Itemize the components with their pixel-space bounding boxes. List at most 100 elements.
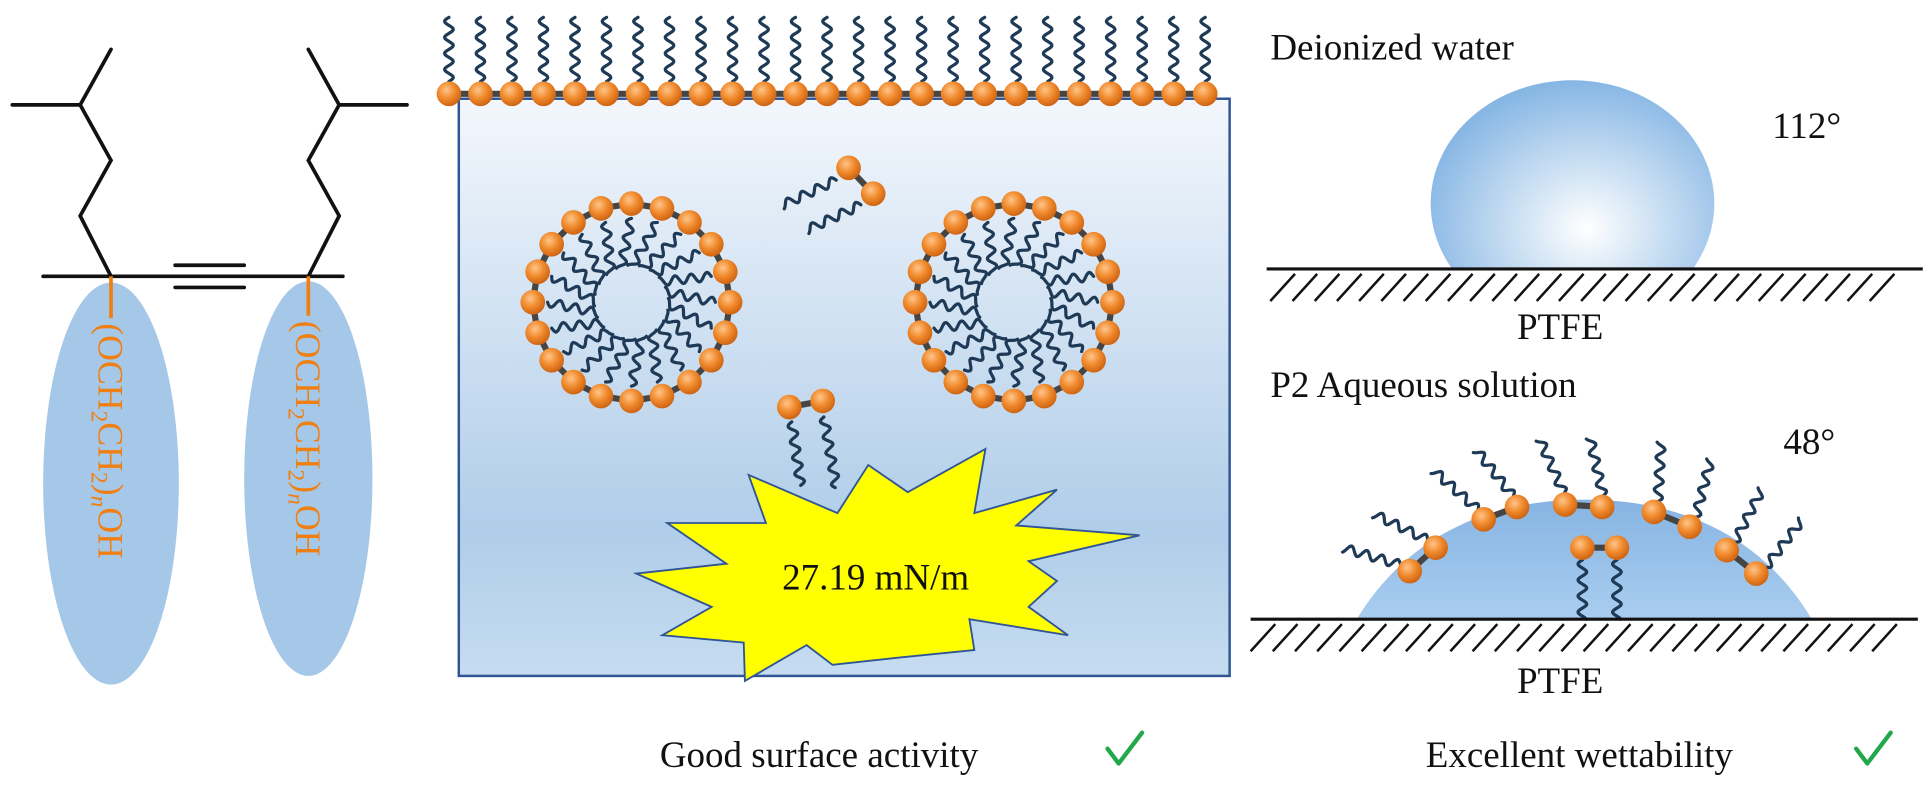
- hydrophilic-head: [907, 259, 933, 285]
- hatch-line: [1782, 623, 1809, 653]
- solution-contact-angle: 48°: [1783, 422, 1835, 463]
- hydrophobic-tail: [1010, 15, 1023, 84]
- hydrophilic-head: [902, 289, 928, 315]
- hydrophobic-tail: [1073, 15, 1086, 84]
- hydrophilic-head: [1066, 81, 1092, 107]
- hydrophobic-tail: [982, 220, 999, 277]
- hydrophilic-head: [717, 289, 743, 315]
- hydrophobic-tail: [580, 335, 626, 373]
- hydrophilic-head: [1743, 561, 1769, 586]
- hatch-line: [1671, 623, 1698, 653]
- hydrophilic-head: [836, 155, 861, 181]
- hatch-line: [1738, 623, 1765, 653]
- water-title: Deionized water: [1270, 27, 1513, 68]
- surface-tension-burst: [632, 447, 1140, 683]
- hydrophilic-head: [1001, 388, 1027, 414]
- hydrophilic-head: [909, 81, 934, 107]
- hydrophobic-tail: [807, 200, 863, 236]
- free-surfactant-molecules: [777, 155, 886, 490]
- hydrophilic-head: [625, 81, 651, 107]
- hatch-line: [1469, 273, 1496, 302]
- hatch-line: [1627, 623, 1654, 653]
- hydrophobic-tail: [1584, 437, 1609, 498]
- hydrophobic-tail: [1199, 15, 1212, 84]
- hydrophilic-head: [1604, 535, 1630, 560]
- hydrophilic-head: [1031, 383, 1057, 409]
- wettability-caption: Excellent wettability: [1426, 735, 1734, 776]
- hydrophilic-head: [877, 81, 903, 107]
- hydrophobic-tail: [1576, 558, 1589, 621]
- hydrophobic-tail: [932, 274, 979, 308]
- hatch-line: [1316, 623, 1343, 653]
- hydrophobic-tail: [545, 299, 600, 319]
- hatch-line: [1802, 273, 1829, 302]
- hatch-line: [1735, 273, 1763, 302]
- hydrophobic-tail: [663, 285, 717, 306]
- hydrophilic-head: [436, 81, 462, 107]
- micelle: [902, 191, 1125, 414]
- hydrophobic-tail: [562, 327, 615, 356]
- hydrophobic-tail: [505, 15, 518, 84]
- hydrophobic-tail: [631, 15, 645, 84]
- hydrophilic-head: [499, 81, 525, 107]
- hydrophilic-head: [1100, 289, 1125, 315]
- hatch-line: [1471, 623, 1499, 653]
- hydrophilic-head: [810, 388, 835, 414]
- hydrophilic-head: [468, 81, 493, 107]
- hydrophilic-head: [1641, 499, 1667, 525]
- hydrophilic-head: [1059, 369, 1085, 395]
- hydrophobic-tail: [818, 415, 841, 490]
- hatch-line: [1449, 623, 1476, 653]
- hatch-line: [1338, 623, 1365, 653]
- hatch-line: [1424, 273, 1452, 302]
- ptfe-label-top: PTFE: [1517, 307, 1603, 348]
- ptfe-hatching-top: [1269, 273, 1896, 302]
- hydrophobic-tail: [1029, 328, 1046, 384]
- hydrophobic-tail: [637, 231, 683, 270]
- hydrophilic-head: [1098, 81, 1124, 107]
- hydrophobic-tail: [550, 317, 606, 334]
- hydrophobic-tail: [1610, 558, 1623, 621]
- hydrophobic-tail: [599, 220, 617, 277]
- hydrophilic-head: [688, 81, 714, 107]
- water-droplet: [1430, 80, 1715, 269]
- hydrophilic-head: [1129, 81, 1155, 107]
- hydrophilic-head: [814, 81, 840, 107]
- hydrophilic-head: [677, 369, 702, 395]
- hydrophobic-tail: [1652, 440, 1667, 504]
- alkyl-chain-left-zigzag: [78, 103, 114, 279]
- hydrophilic-head: [846, 81, 871, 107]
- hydrophobic-tail: [603, 337, 637, 384]
- water-contact-angle: 112°: [1772, 106, 1841, 147]
- hatch-line: [1780, 273, 1807, 302]
- hatch-line: [1868, 273, 1896, 302]
- adsorbed-surfactants: [1341, 437, 1803, 621]
- hydrophilic-head: [751, 81, 777, 107]
- hatch-line: [1313, 273, 1341, 302]
- hydrophilic-head: [712, 259, 738, 285]
- hydrophobic-tail: [978, 15, 991, 84]
- hydrophobic-tail: [986, 337, 1020, 384]
- hydrophilic-head: [970, 196, 996, 221]
- hydrophobic-tail: [568, 15, 581, 84]
- hydrophobic-tail: [758, 15, 771, 84]
- hydrophilic-head: [1504, 494, 1530, 520]
- hydrophobic-tail: [789, 15, 802, 84]
- hydrophilic-head: [970, 383, 996, 409]
- hydrophilic-head: [561, 210, 586, 235]
- hydrophobic-tail: [884, 15, 897, 84]
- hydrophobic-tail: [1104, 15, 1117, 84]
- hatch-line: [1849, 623, 1876, 653]
- hydrophilic-head: [1031, 196, 1057, 221]
- hydrophobic-tail: [561, 251, 599, 296]
- hatch-line: [1271, 623, 1299, 653]
- hydrophilic-head: [619, 388, 644, 414]
- hydrophobic-tail: [944, 327, 997, 356]
- hatch-line: [1846, 273, 1874, 302]
- hydrophobic-tail: [663, 15, 676, 84]
- ptfe-label-bottom: PTFE: [1517, 661, 1603, 702]
- hatch-line: [1715, 623, 1743, 653]
- hydrophilic-head: [1003, 81, 1029, 107]
- surface-activity-caption: Good surface activity: [660, 735, 979, 776]
